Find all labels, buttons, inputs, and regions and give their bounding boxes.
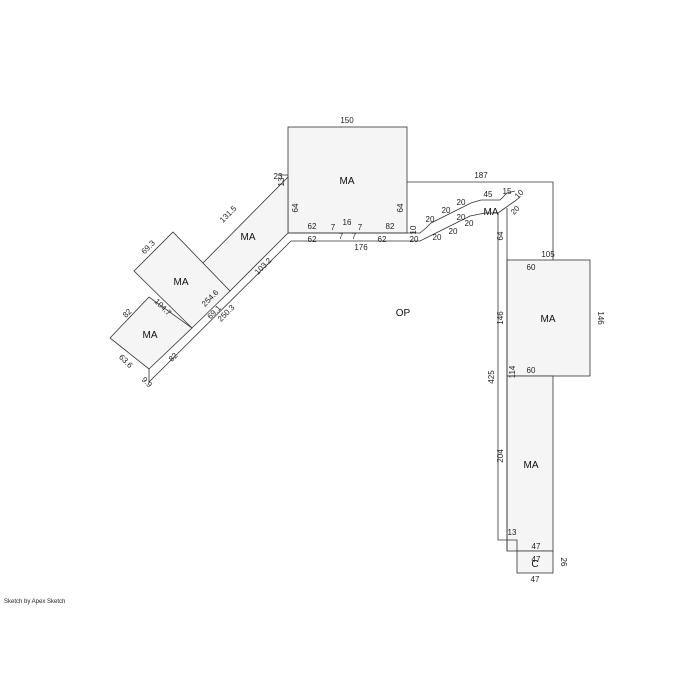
dim-label: 20: [457, 213, 466, 222]
label-ma-right-lower: MA: [524, 460, 539, 471]
dim-label: 146: [496, 311, 505, 325]
dim-label: 7: [352, 232, 357, 241]
dim-label: 20: [465, 219, 474, 228]
label-ma-top: MA: [340, 176, 355, 187]
dim-label: 105: [541, 250, 555, 259]
dim-label: 9.9: [140, 375, 155, 390]
dim-label: 47: [531, 575, 540, 584]
dim-label: 47: [532, 555, 541, 564]
area-ma-right-lower: [506, 375, 554, 552]
footer-credit: Sketch by Apex Sketch: [4, 599, 66, 605]
dim-label: 82: [167, 351, 180, 364]
dim-label: 7: [339, 232, 344, 241]
dim-label: 20: [509, 204, 522, 217]
dim-label: 20: [442, 206, 451, 215]
label-ma-small: MA: [143, 330, 158, 341]
dim-label: 13: [508, 528, 517, 537]
area-ma-diag-mid: [133, 231, 231, 329]
area-ma-small: [109, 296, 193, 370]
label-ma-right: MA: [541, 314, 556, 325]
dim-label: 60: [527, 263, 536, 272]
dim-label: 146: [596, 311, 605, 325]
dim-label: 131.5: [218, 204, 239, 225]
dim-label: 250.3: [216, 303, 237, 324]
dim-label: 26: [559, 558, 568, 567]
label-c: C: [531, 559, 538, 570]
dim-label: 187: [474, 171, 488, 180]
wall-corridor-top: [288, 190, 516, 234]
dim-label: 60: [527, 366, 536, 375]
dim-label: 45: [484, 190, 493, 199]
dim-label: 62: [308, 222, 317, 231]
label-ma-diag-mid: MA: [174, 277, 189, 288]
dim-label: 20: [433, 233, 442, 242]
dim-label: 20: [457, 198, 466, 207]
dim-label: 23: [274, 172, 283, 181]
label-ma-corner: MA: [484, 207, 499, 218]
dim-label: 16: [343, 218, 352, 227]
wall-upper-run: [407, 181, 554, 260]
dim-label: 15: [503, 187, 512, 196]
wall-corridor-bottom: [291, 196, 521, 242]
dim-label: 20: [426, 215, 435, 224]
dim-label: 204: [496, 449, 505, 463]
dim-label: 176: [354, 243, 368, 252]
dim-label: 47: [532, 542, 541, 551]
dim-label: 64: [496, 231, 505, 240]
wall-vertical-inner: [497, 213, 507, 541]
dim-label: 20: [449, 227, 458, 236]
dim-label: 62: [308, 235, 317, 244]
dim-label: 64: [396, 203, 405, 212]
dim-label: 425: [487, 370, 496, 384]
area-c: [516, 550, 554, 574]
dim-label: 64: [291, 203, 300, 212]
dim-label: 20: [410, 235, 419, 244]
dim-label: 10: [513, 188, 526, 201]
label-ma-diag-upper: MA: [241, 232, 256, 243]
label-op: OP: [396, 308, 411, 319]
dim-label: 62: [378, 235, 387, 244]
area-ma-right: [506, 259, 591, 377]
wall-stub-c: [507, 539, 518, 551]
dim-label: 82: [386, 222, 395, 231]
dim-label: 13: [277, 177, 286, 186]
dim-label: 10: [409, 225, 418, 234]
dim-label: 7: [331, 223, 336, 232]
wall-diag-bottom: [148, 240, 292, 383]
dim-label: 150: [340, 116, 354, 125]
dim-label: 7: [358, 223, 363, 232]
dim-label: 114: [508, 365, 517, 378]
area-ma-top: [287, 126, 408, 234]
